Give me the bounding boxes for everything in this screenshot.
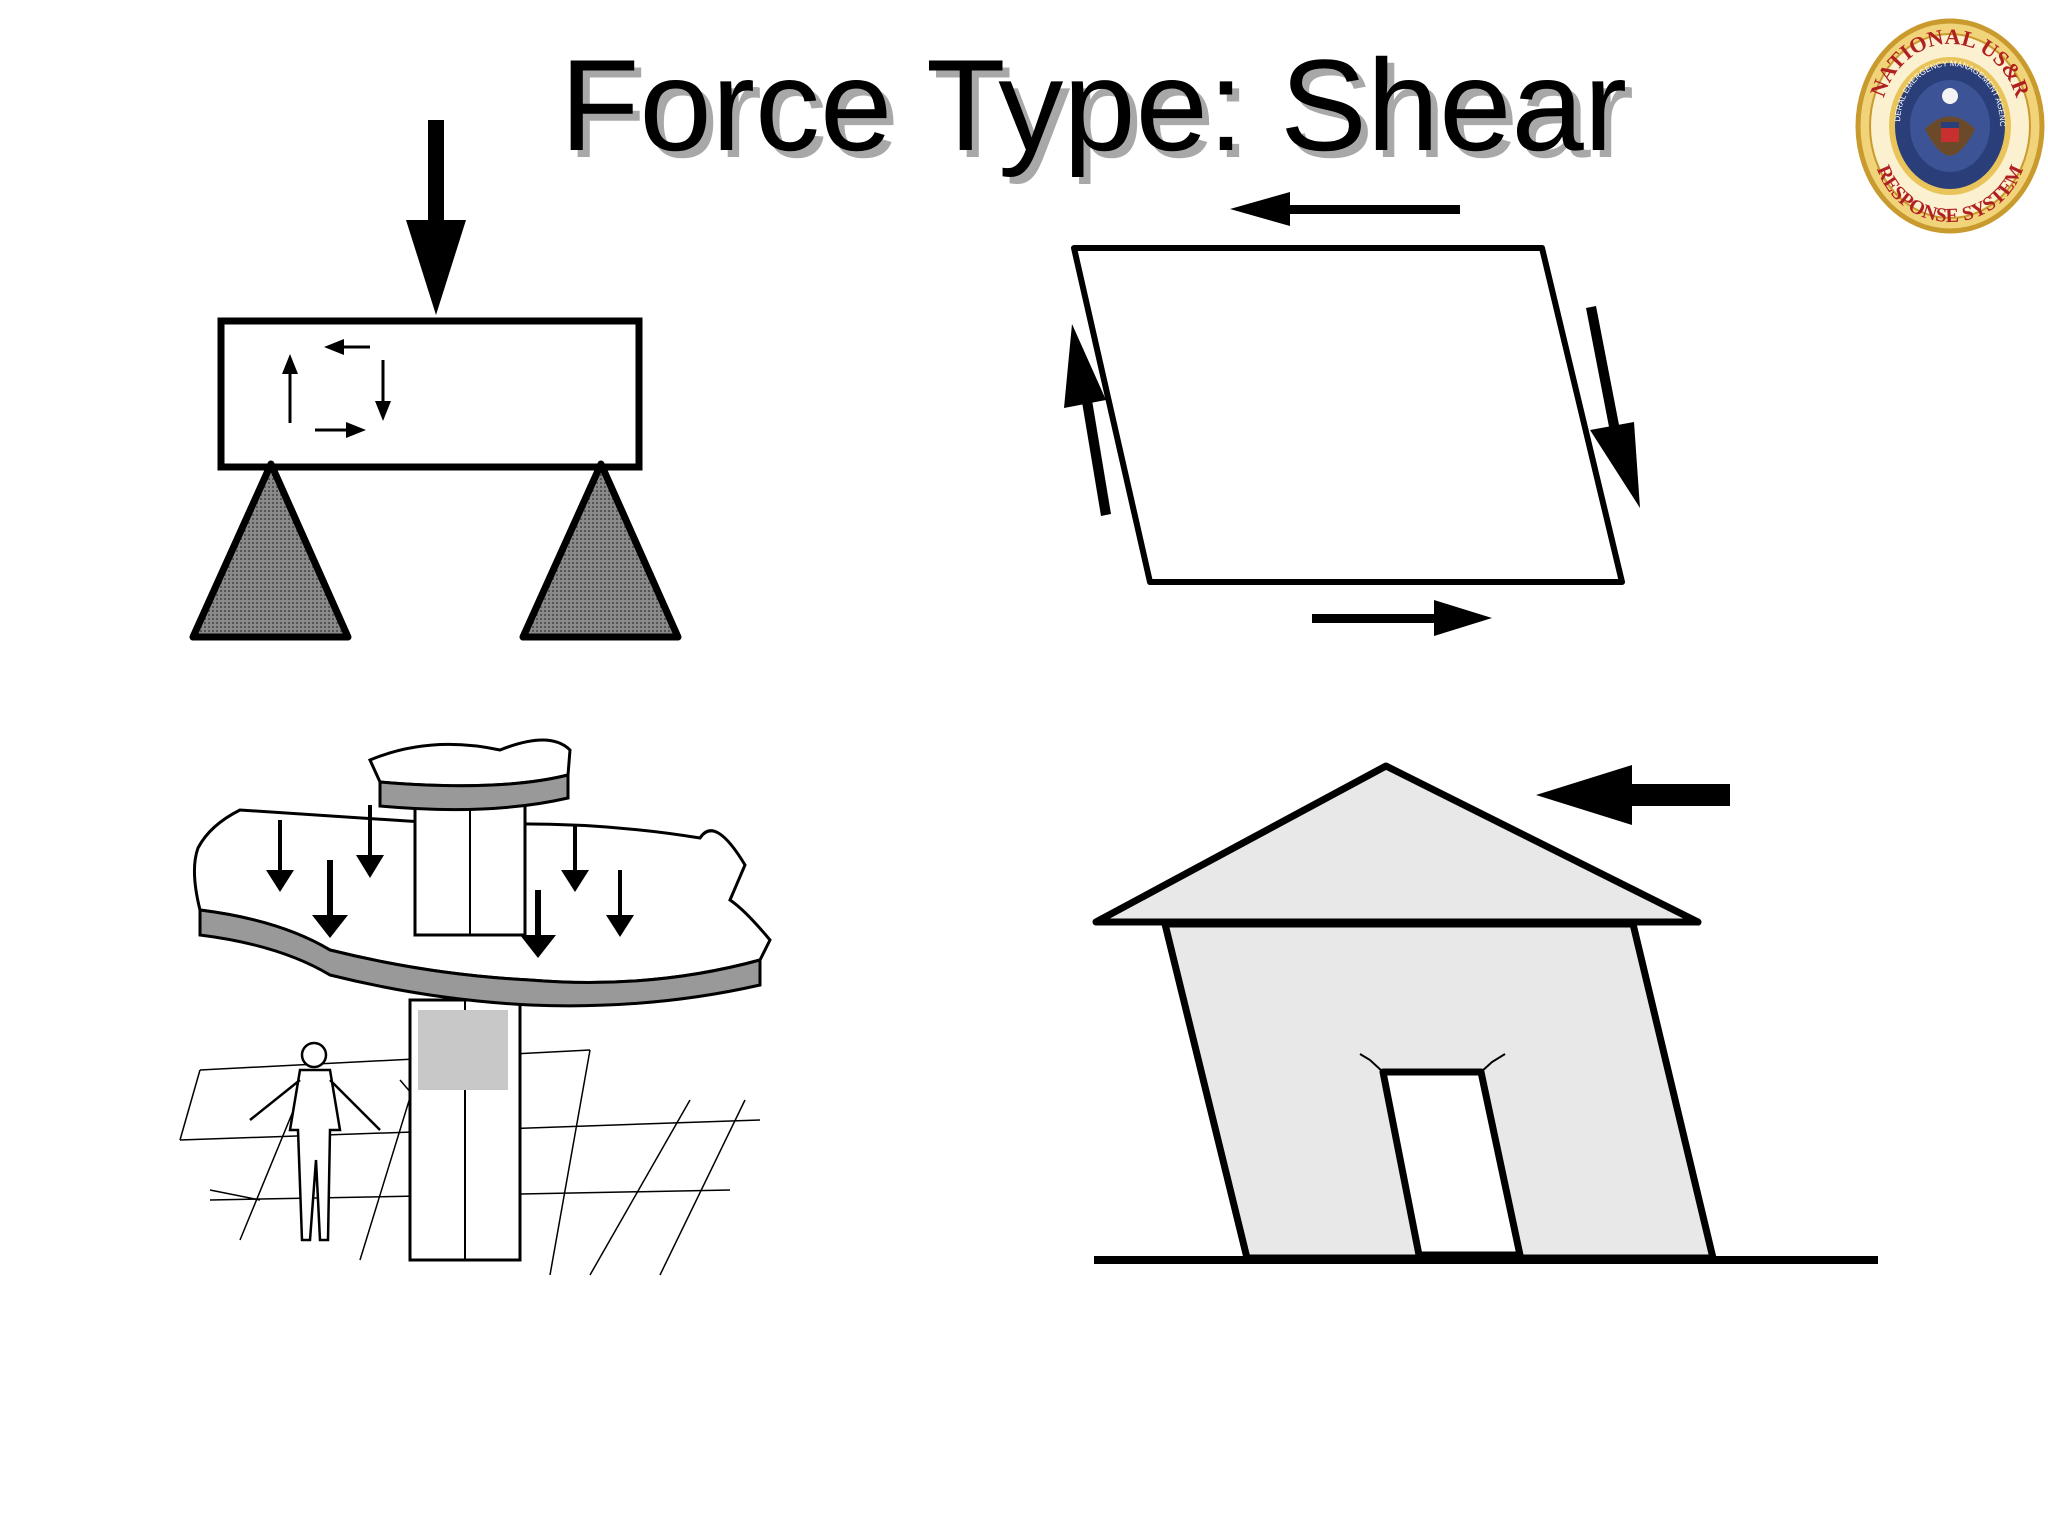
right-shear-arrow bbox=[1586, 306, 1640, 508]
slab-load-arrows bbox=[266, 805, 634, 958]
shear-couple-arrows bbox=[282, 339, 391, 438]
right-support bbox=[519, 460, 682, 641]
sheared-element bbox=[1071, 245, 1625, 585]
house-racking-diagram bbox=[1080, 750, 1880, 1280]
upper-column bbox=[413, 793, 527, 937]
house-door bbox=[1379, 1068, 1524, 1259]
person-figure bbox=[249, 1041, 381, 1242]
left-shear-arrow bbox=[1064, 324, 1111, 516]
beam-shear-diagram bbox=[180, 110, 700, 650]
bottom-shear-arrow bbox=[1312, 600, 1492, 636]
upper-slab-fragment bbox=[367, 738, 572, 812]
door-corner-cracks bbox=[1359, 1053, 1506, 1073]
punching-shear-illustration bbox=[170, 720, 790, 1280]
point-load-arrow bbox=[406, 120, 466, 315]
beam bbox=[217, 317, 643, 471]
ground-line bbox=[1094, 1256, 1878, 1264]
us-and-r-seal-logo: NATIONAL US&R RESPONSE SYSTEM FEDERAL EM… bbox=[1852, 7, 2045, 234]
seal-icon: NATIONAL US&R RESPONSE SYSTEM FEDERAL EM… bbox=[1852, 7, 2045, 234]
lateral-load-arrow bbox=[1536, 765, 1730, 825]
support-column bbox=[408, 998, 522, 1262]
top-shear-arrow bbox=[1230, 192, 1460, 226]
left-support bbox=[189, 460, 352, 641]
slide-title: Force Type: Shear bbox=[560, 32, 1628, 178]
shear-deformation-diagram bbox=[1040, 190, 1680, 650]
